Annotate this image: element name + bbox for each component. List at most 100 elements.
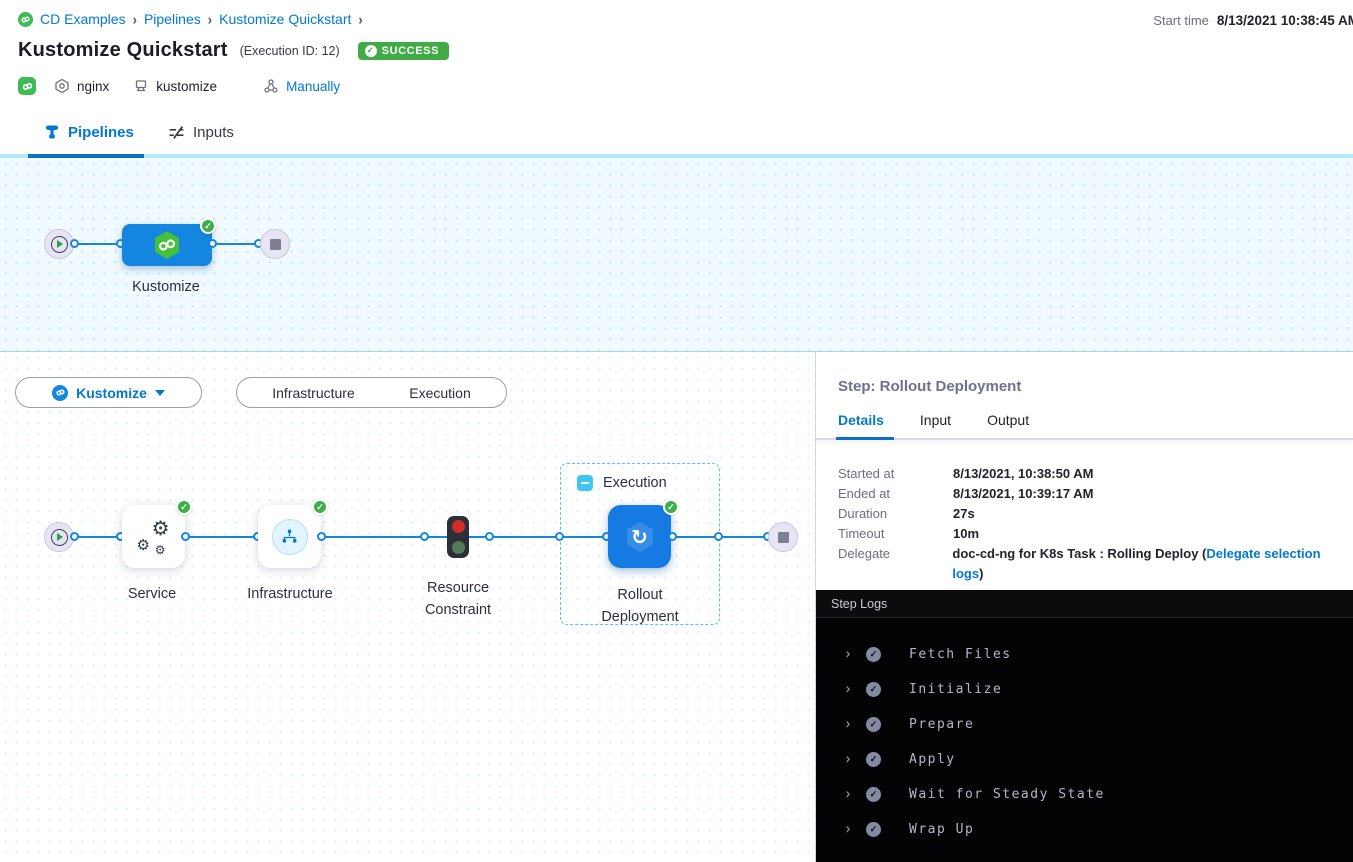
detail-label: Delegate: [838, 546, 891, 561]
log-section-label: Wrap Up: [909, 822, 975, 837]
play-icon: [50, 528, 68, 546]
tab-details[interactable]: Details: [838, 412, 884, 428]
breadcrumb-link-pipelines[interactable]: Pipelines: [143, 11, 201, 27]
execution-group-label: Execution: [603, 475, 667, 491]
trigger-icon: [264, 79, 278, 93]
traffic-light-green-icon: [451, 541, 465, 554]
step-details-list: Started at 8/13/2021, 10:38:50 AM Ended …: [816, 464, 1353, 584]
tab-output[interactable]: Output: [987, 412, 1030, 428]
log-section-label: Wait for Steady State: [909, 787, 1105, 802]
stage-label: Kustomize: [132, 279, 200, 295]
chevron-right-icon: [844, 680, 854, 699]
execution-end-node: [768, 522, 798, 552]
service-name: nginx: [77, 78, 110, 94]
breadcrumb-link-cd-examples[interactable]: CD Examples: [40, 11, 126, 27]
step-logs-header: Step Logs: [816, 590, 1353, 618]
step-label-service: Service: [127, 586, 177, 602]
step-label-infrastructure: Infrastructure: [247, 586, 333, 602]
step-logs-body: Fetch Files Initialize Prepare Apply: [816, 618, 1353, 847]
pipeline-end-node: [260, 229, 290, 259]
chevron-down-icon: [154, 389, 165, 396]
environment-icon: [136, 80, 147, 92]
step-logs-title: Step Logs: [831, 596, 888, 611]
pipeline-icon: [46, 125, 58, 139]
active-tab-indicator: [28, 154, 144, 158]
toggle-execution[interactable]: Execution: [409, 384, 471, 401]
manifest-name: kustomize: [156, 78, 218, 94]
connector-dot: [317, 532, 326, 541]
connector-dot: [714, 532, 723, 541]
log-section-wait-for-steady-state[interactable]: Wait for Steady State: [816, 777, 1353, 812]
step-node-infrastructure[interactable]: [258, 505, 321, 568]
status-badge-label: SUCCESS: [381, 44, 440, 57]
log-section-wrap-up[interactable]: Wrap Up: [816, 812, 1353, 847]
start-time-value: 8/13/2021 10:38:45 AM: [1216, 13, 1353, 28]
tab-input[interactable]: Input: [919, 412, 952, 428]
step-node-rollout-deployment[interactable]: ↻: [608, 505, 671, 568]
detail-value: 8/13/2021, 10:39:17 AM: [953, 486, 1094, 501]
log-section-label: Prepare: [909, 717, 975, 732]
step-label-rollout-deployment: Rollout Deployment: [601, 587, 679, 625]
breadcrumb-separator: ›: [358, 10, 363, 28]
detail-row-ended: Ended at 8/13/2021, 10:39:17 AM: [838, 484, 1353, 504]
detail-value: doc-cd-ng for K8s Task : Rolling Deploy …: [952, 544, 1353, 584]
stage-selector-label: Kustomize: [76, 384, 147, 401]
rollout-refresh-icon: ↻: [631, 524, 648, 549]
pipeline-graph-canvas[interactable]: Kustomize: [0, 158, 1353, 352]
detail-value: 10m: [953, 526, 980, 541]
breadcrumb-link-kustomize-quickstart[interactable]: Kustomize Quickstart: [219, 11, 352, 27]
connector-dot: [70, 239, 79, 248]
detail-value: 27s: [953, 506, 975, 521]
manifest-meta: kustomize: [133, 78, 217, 94]
breadcrumb: CD Examples › Pipelines › Kustomize Quic…: [18, 10, 363, 28]
resource-constraint-node[interactable]: [447, 516, 469, 558]
trigger-meta: Manually: [263, 78, 340, 94]
log-success-icon: [866, 717, 881, 732]
stop-icon: [777, 531, 789, 543]
phase-toggle: Infrastructure Execution: [236, 377, 507, 408]
title-row: Kustomize Quickstart (Execution ID: 12) …: [18, 39, 450, 62]
log-success-icon: [866, 682, 881, 697]
execution-step-group: Execution: [560, 463, 720, 625]
tab-inputs[interactable]: Inputs: [168, 110, 234, 154]
step-panel-title: Step: Rollout Deployment: [838, 378, 1022, 395]
play-icon: [50, 235, 68, 253]
success-check-icon: [364, 44, 377, 57]
log-section-label: Fetch Files: [909, 647, 1012, 662]
detail-label: Started at: [838, 466, 895, 481]
log-section-prepare[interactable]: Prepare: [816, 707, 1353, 742]
step-logs-console: Step Logs Fetch Files Initialize Prepare: [816, 590, 1353, 862]
step-success-icon: [663, 499, 679, 515]
chevron-right-icon: [844, 715, 854, 734]
step-panel-tabs: Details Input Output: [816, 412, 1353, 428]
detail-row-delegate: Delegate doc-cd-ng for K8s Task : Rollin…: [838, 544, 1353, 584]
trigger-manually-link[interactable]: Manually: [286, 78, 341, 94]
execution-id: (Execution ID: 12): [239, 43, 340, 58]
collapse-group-icon[interactable]: [577, 475, 593, 491]
stage-success-icon: [200, 218, 216, 234]
service-meta: nginx: [54, 78, 109, 94]
tab-inputs-label: Inputs: [193, 123, 234, 141]
delegate-selection-logs-link[interactable]: Delegate selection logs: [952, 546, 1321, 581]
detail-row-duration: Duration 27s: [838, 504, 1353, 524]
step-details-panel: Step: Rollout Deployment Details Input O…: [815, 352, 1353, 862]
connector-dot: [485, 532, 494, 541]
step-label-resource-constraint: Resource Constraint: [424, 580, 492, 618]
breadcrumb-separator: ›: [207, 10, 213, 28]
step-node-service[interactable]: ⚙⚙⚙: [122, 505, 185, 568]
stage-selector-dropdown[interactable]: Kustomize: [15, 377, 202, 408]
active-tab-indicator: [836, 437, 894, 440]
tab-pipelines[interactable]: Pipelines: [44, 110, 134, 154]
toggle-infrastructure[interactable]: Infrastructure: [272, 384, 355, 401]
stage-node-kustomize[interactable]: [122, 224, 212, 266]
stage-execution-canvas[interactable]: Kustomize Infrastructure Execution ⚙⚙⚙ S…: [0, 352, 815, 862]
log-section-initialize[interactable]: Initialize: [816, 672, 1353, 707]
log-section-fetch-files[interactable]: Fetch Files: [816, 637, 1353, 672]
start-time: Start time 8/13/2021 10:38:45 AM: [1153, 13, 1353, 28]
log-success-icon: [866, 647, 881, 662]
harness-logo-icon: [18, 77, 36, 95]
log-success-icon: [866, 752, 881, 767]
chevron-right-icon: [844, 785, 854, 804]
log-section-apply[interactable]: Apply: [816, 742, 1353, 777]
status-badge: SUCCESS: [357, 41, 450, 60]
